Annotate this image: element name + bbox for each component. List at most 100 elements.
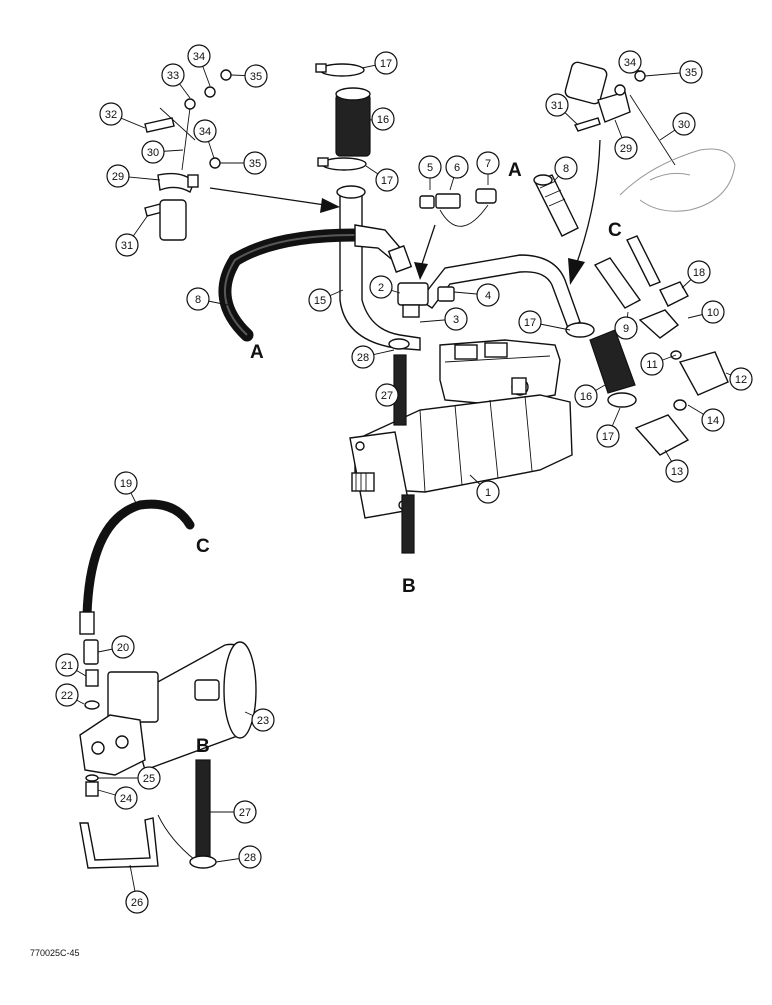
callout-29: 29 [614, 136, 638, 160]
callout-label: 35 [250, 71, 262, 83]
callout-28: 28 [238, 845, 262, 869]
callout-circle [114, 471, 138, 495]
callout-3: 3 [444, 307, 468, 331]
callout-circle [111, 635, 135, 659]
letter-c-lower: C [196, 536, 210, 557]
callout-circle [596, 424, 620, 448]
callout-label: 4 [485, 290, 491, 302]
callout-label: 23 [257, 715, 269, 727]
callout-label: 27 [239, 807, 251, 819]
engine-outline [619, 148, 736, 212]
callout-circle [55, 653, 79, 677]
callout-31: 31 [115, 233, 139, 257]
callout-circle [308, 288, 332, 312]
callout-17: 17 [375, 168, 399, 192]
letter-a-left: A [250, 342, 264, 363]
hose-27-upper [388, 338, 415, 554]
callout-2: 2 [369, 275, 393, 299]
callout-23: 23 [251, 708, 275, 732]
callout-19: 19 [114, 471, 138, 495]
callout-label: 34 [193, 51, 205, 63]
callout-label: 24 [120, 793, 132, 805]
callout-34: 34 [187, 44, 211, 68]
callout-28: 28 [351, 345, 375, 369]
hose-8-left [218, 224, 413, 342]
callout-label: 28 [244, 852, 256, 864]
callout-7: 7 [476, 151, 500, 175]
callout-circle [106, 164, 130, 188]
upper-right-bracket [564, 61, 676, 166]
callout-circle [729, 367, 753, 391]
callout-10: 10 [701, 300, 725, 324]
callout-17: 17 [596, 424, 620, 448]
callout-24: 24 [114, 786, 138, 810]
callout-17: 17 [374, 51, 398, 75]
reference-code: 770025C-45 [30, 948, 80, 958]
tube-26 [79, 814, 196, 869]
motor-fittings [83, 639, 100, 797]
callout-circle [418, 155, 442, 179]
callout-circle [161, 63, 185, 87]
callout-27: 27 [233, 800, 257, 824]
callout-circle [137, 766, 161, 790]
callout-34: 34 [618, 50, 642, 74]
callout-label: 30 [678, 119, 690, 131]
callout-label: 5 [427, 162, 433, 174]
callout-4: 4 [476, 283, 500, 307]
callout-8: 8 [186, 287, 210, 311]
callout-circle [99, 102, 123, 126]
callout-12: 12 [729, 367, 753, 391]
tee-fitting [397, 282, 455, 318]
callout-label: 22 [61, 690, 73, 702]
callout-circle [679, 60, 703, 84]
hose-19 [79, 499, 195, 635]
callout-13: 13 [665, 459, 689, 483]
callout-label: 17 [602, 431, 614, 443]
callout-label: 1 [485, 487, 491, 499]
callout-label: 11 [646, 359, 657, 371]
callout-label: 13 [671, 466, 683, 478]
callout-label: 16 [580, 391, 592, 403]
letter-b-lower: B [196, 736, 210, 757]
callout-label: 17 [380, 58, 392, 70]
callout-16: 16 [574, 384, 598, 408]
upper-left-bracket [144, 69, 232, 241]
callout-32: 32 [99, 102, 123, 126]
letter-b-upper: B [402, 576, 416, 597]
callout-label: 18 [693, 267, 705, 279]
callout-circle [574, 384, 598, 408]
callout-label: 34 [199, 126, 211, 138]
callout-26: 26 [125, 890, 149, 914]
callout-circle [369, 275, 393, 299]
callout-label: 8 [563, 163, 569, 175]
callout-33: 33 [161, 63, 185, 87]
callout-circle [141, 140, 165, 164]
callout-circle [518, 310, 542, 334]
callout-circle [115, 233, 139, 257]
callout-label: 21 [61, 660, 73, 672]
callout-circle [545, 93, 569, 117]
callout-25: 25 [137, 766, 161, 790]
callout-circle [244, 64, 268, 88]
callout-circle [125, 890, 149, 914]
callout-circle [351, 345, 375, 369]
test-coupler [419, 188, 497, 227]
callout-label: 27 [381, 390, 393, 402]
callout-label: 14 [707, 415, 719, 427]
callout-22: 22 [55, 683, 79, 707]
callout-circle [375, 383, 399, 407]
callout-label: 7 [485, 158, 491, 170]
callout-label: 9 [623, 323, 629, 335]
callout-1: 1 [476, 480, 500, 504]
callout-circle [55, 683, 79, 707]
callout-16: 16 [371, 107, 395, 131]
callout-label: 16 [377, 114, 389, 126]
right-fittings [593, 235, 729, 456]
callout-11: 11 [640, 352, 664, 376]
hose-16-lower [565, 322, 637, 408]
callout-17: 17 [518, 310, 542, 334]
callout-35: 35 [679, 60, 703, 84]
